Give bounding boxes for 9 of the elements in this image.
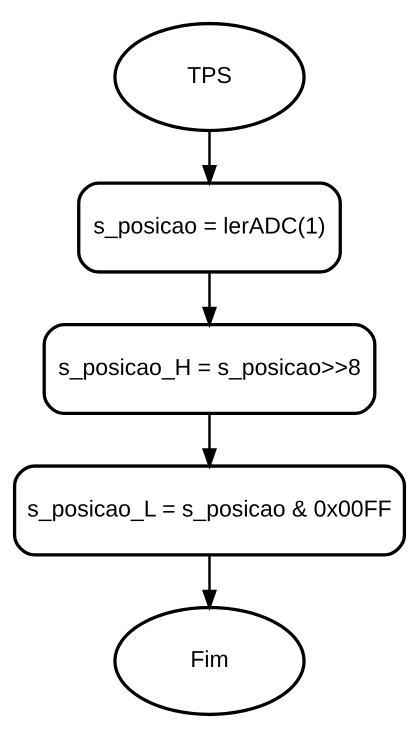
arrow (202, 413, 217, 470)
node-box: s_posicao = lerADC(1) (77, 180, 342, 274)
arrow (202, 272, 217, 328)
node-box: s_posicao_H = s_posicao>>8 (42, 322, 376, 415)
node-ellipse: Fim (113, 605, 306, 716)
node-ellipse: TPS (113, 21, 306, 132)
arrow (202, 130, 217, 186)
node-box: s_posicao_L = s_posicao & 0x00FF (12, 464, 406, 556)
arrow (202, 554, 217, 611)
